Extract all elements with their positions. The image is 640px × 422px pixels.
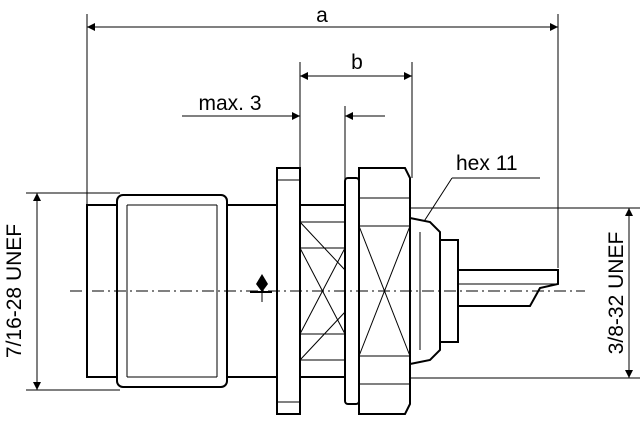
dimension-b: b [299,51,413,178]
hex-label: hex 11 [456,152,518,175]
dimension-a: a [86,4,559,268]
thread-left-dimension: 7/16-28 UNEF [3,192,120,391]
thread-right-label: 3/8-32 UNEF [605,232,628,355]
dimension-a-label: a [316,4,328,27]
dimension-b-label: b [351,51,363,74]
dimension-max3: max. 3 [182,92,385,180]
dimension-max3-label: max. 3 [198,92,261,115]
thread-left-label: 7/16-28 UNEF [3,224,26,358]
thread-right-dimension: 3/8-32 UNEF [410,207,640,379]
